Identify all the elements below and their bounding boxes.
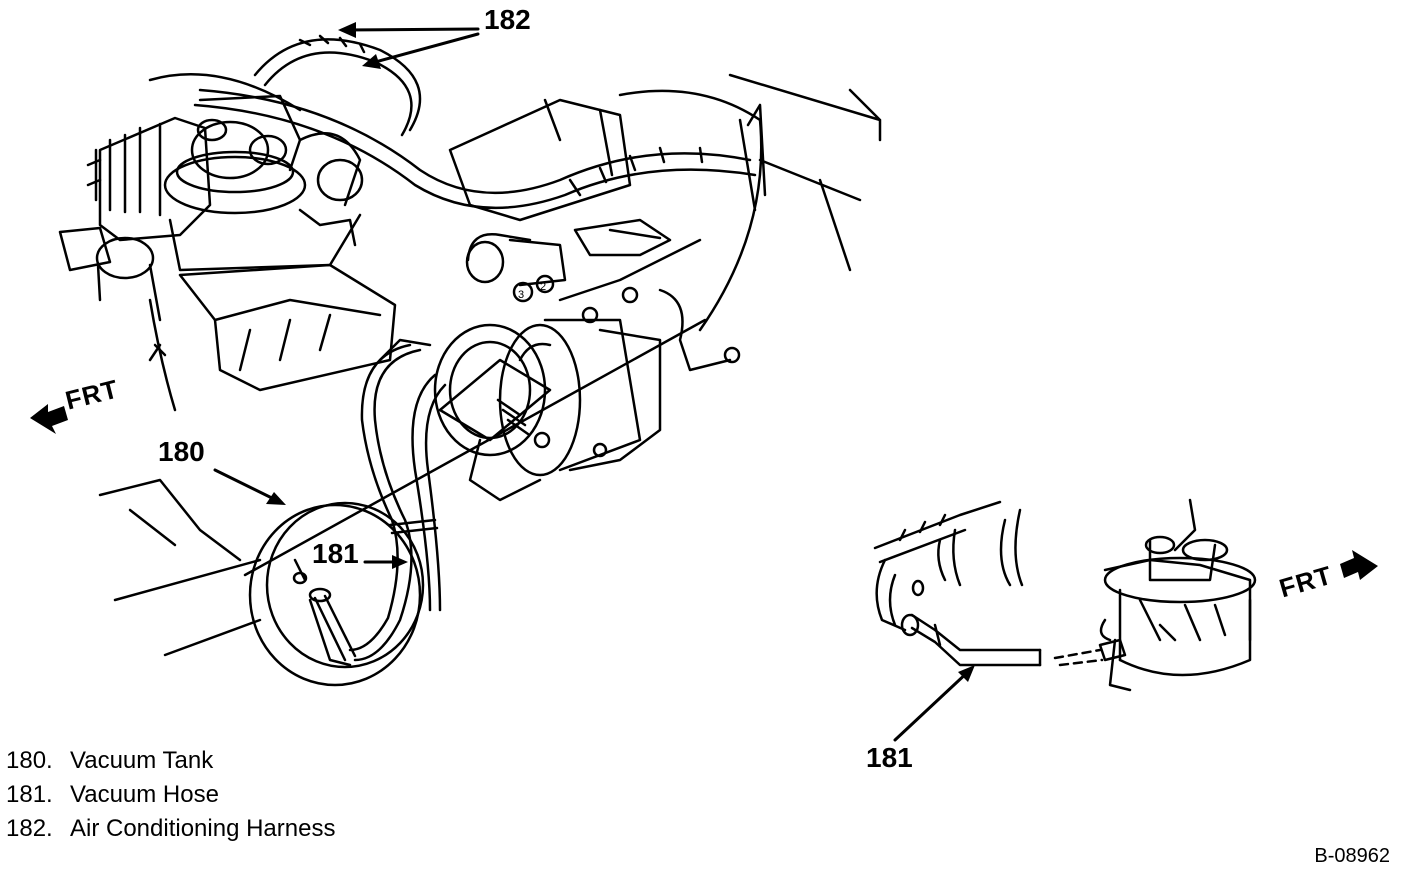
legend-item: 181. Vacuum Hose [6, 778, 335, 812]
section-line [243, 318, 707, 577]
legend-text: Vacuum Hose [70, 781, 219, 808]
callout-arrowheads [266, 22, 975, 682]
svg-text:3: 3 [518, 289, 524, 301]
callout-182: 182 [484, 4, 531, 35]
legend: 180. Vacuum Tank 181. Vacuum Hose 182. Air … [6, 744, 335, 846]
callout-181-main: 181 [312, 538, 359, 569]
ac-compressor [433, 288, 741, 502]
vacuum-hose-routing [348, 338, 447, 662]
callout-leaders [213, 27, 972, 742]
inset-throttle-body [873, 498, 1257, 692]
callout-181-inset: 181 [866, 742, 913, 773]
svg-text:2: 2 [540, 281, 546, 293]
legend-item: 182. Air Conditioning Harness [6, 812, 335, 846]
legend-number: 181. [6, 781, 53, 808]
legend-number: 180. [6, 747, 53, 774]
legend-text: Vacuum Tank [70, 747, 214, 774]
body-structure-lines [448, 73, 882, 332]
intake-manifold [148, 263, 397, 412]
callout-180: 180 [158, 436, 205, 467]
figure-id: B-08962 [1314, 845, 1390, 867]
front-arrow-icon [1340, 550, 1378, 580]
front-arrow-icon [30, 404, 68, 434]
legend-number: 182. [6, 815, 53, 842]
legend-text: Air Conditioning Harness [70, 815, 336, 842]
throttle-body-assembly [58, 94, 364, 322]
legend-item: 180. Vacuum Tank [6, 744, 335, 778]
vacuum-tank [98, 478, 425, 687]
master-cylinder: 3 2 [465, 218, 702, 324]
